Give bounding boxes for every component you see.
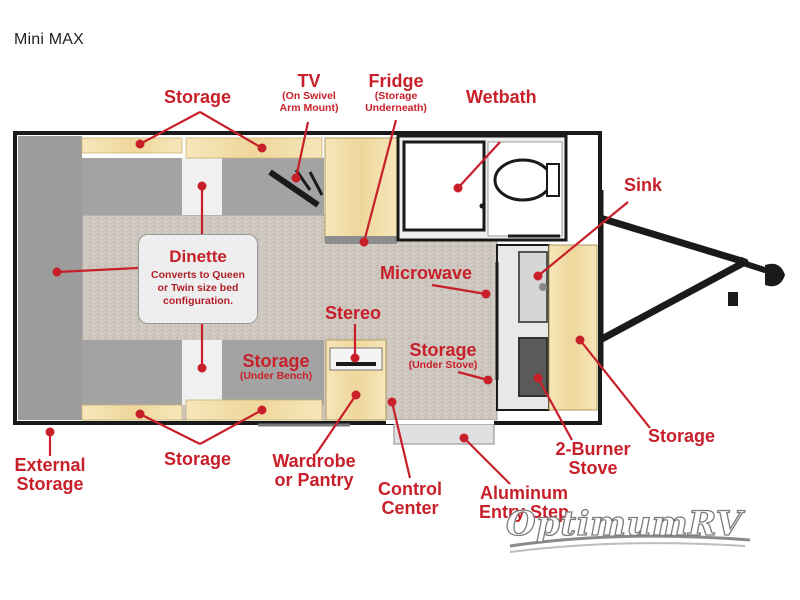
control-center-label: Control Center bbox=[378, 479, 442, 519]
burner-stove-label: 2-Burner Stove bbox=[555, 439, 631, 479]
storage-stove-title: Storage bbox=[409, 340, 477, 360]
stereo-unit bbox=[336, 362, 376, 366]
dinette-callout: Dinette Converts to Queen or Twin size b… bbox=[138, 234, 258, 324]
dinette-description: Converts to Queen or Twin size bed confi… bbox=[151, 269, 245, 308]
dinette-cushion-top-left bbox=[82, 158, 182, 215]
storage-top-label: Storage bbox=[164, 87, 232, 107]
external-storage-label: External Storage bbox=[14, 455, 86, 495]
fridge-label-title: Fridge bbox=[368, 71, 424, 91]
tv-icon bbox=[268, 169, 324, 208]
dinette-cushion-bottom-left bbox=[82, 340, 182, 405]
trailer-hitch bbox=[596, 190, 785, 370]
optimumrv-watermark: OptimumRV bbox=[500, 500, 760, 560]
aluminum-step-label: Aluminum Entry Step bbox=[478, 483, 570, 523]
microwave-label: Microwave bbox=[380, 263, 473, 283]
tv-label-sub: (On Swivel Arm Mount) bbox=[279, 90, 339, 114]
wetbath bbox=[396, 134, 568, 242]
fridge-label-sub: (Storage Underneath) bbox=[365, 90, 427, 114]
storage-stove-label: Storage (Under Stove) bbox=[402, 340, 484, 372]
wetbath-label: Wetbath bbox=[466, 87, 537, 107]
storage-stove-sub: (Under Stove) bbox=[408, 359, 478, 372]
tv-label-title: TV bbox=[297, 71, 321, 91]
stove-burners bbox=[518, 337, 548, 397]
right-storage-cabinet bbox=[548, 244, 598, 411]
storage-bench-title: Storage bbox=[242, 351, 310, 371]
stereo-label: Stereo bbox=[325, 303, 382, 323]
sink-label: Sink bbox=[624, 175, 663, 195]
model-title: Mini MAX bbox=[14, 31, 85, 48]
storage-bench-sub: (Under Bench) bbox=[239, 370, 313, 383]
callout-lines bbox=[45, 111, 651, 485]
storage-bench-label: Storage (Under Bench) bbox=[234, 351, 318, 383]
galley-counter bbox=[495, 244, 598, 411]
dinette-cushion-bottom-right bbox=[222, 340, 324, 405]
tv-label: TV (On Swivel Arm Mount) bbox=[274, 71, 344, 114]
storage-right-label: Storage bbox=[648, 426, 716, 446]
watermark-text: OptimumRV bbox=[505, 503, 743, 544]
dinette-label: Dinette bbox=[169, 247, 227, 266]
fridge-label: Fridge (Storage Underneath) bbox=[360, 71, 432, 114]
storage-bottom-label: Storage bbox=[164, 449, 232, 469]
fridge-cabinet bbox=[324, 137, 398, 243]
wardrobe-label: Wardrobe or Pantry bbox=[272, 451, 356, 491]
entry-step bbox=[393, 423, 495, 445]
external-storage-area bbox=[18, 136, 82, 420]
